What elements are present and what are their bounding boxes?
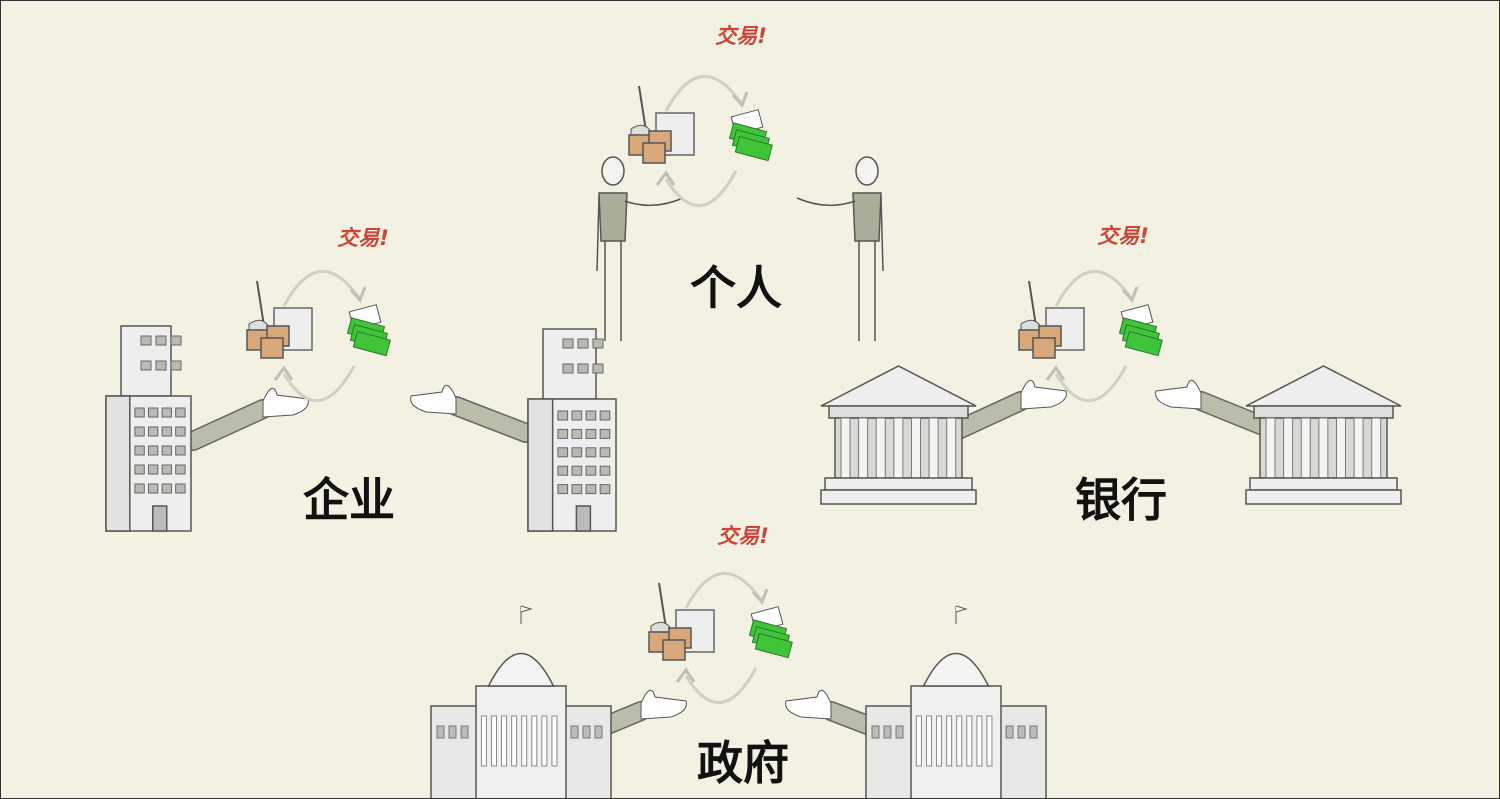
arm-business-left — [183, 387, 309, 451]
bank-building-left — [820, 365, 977, 505]
person-right — [796, 156, 884, 341]
arc-arrow-bottom — [664, 170, 738, 208]
money-icon — [748, 606, 793, 659]
exchange-governments — [648, 571, 793, 705]
head — [601, 156, 625, 186]
exchange-businesses — [246, 269, 391, 403]
office-building-right — [527, 328, 617, 532]
dome — [487, 653, 555, 687]
arrow-head-icon — [675, 667, 696, 683]
arrow-head-icon — [1121, 286, 1139, 303]
office-building-left — [105, 325, 192, 532]
arc-arrow-bottom — [282, 365, 356, 403]
money-icon — [728, 109, 773, 162]
hand-icon — [1020, 379, 1067, 410]
flag-icon — [955, 605, 968, 613]
arc-arrow-top — [1054, 269, 1133, 307]
goods-icon — [246, 280, 313, 359]
trade-label-individuals: 交易! — [715, 24, 767, 48]
exchange-individuals — [628, 74, 773, 208]
arm-business-right — [410, 384, 536, 443]
hand-icon — [410, 384, 457, 415]
arm-bank-left — [946, 379, 1067, 441]
dome — [922, 653, 990, 687]
arrow-head-icon — [349, 286, 367, 303]
arc-arrow-bottom — [684, 667, 758, 705]
sector-label-governments: 政府 — [697, 736, 789, 790]
hand-icon — [262, 387, 309, 418]
goods-icon — [628, 85, 695, 164]
money-icon — [346, 304, 391, 357]
arc-arrow-top — [664, 74, 743, 112]
arrow-head-icon — [655, 170, 676, 186]
reaching-arm — [796, 197, 856, 207]
door — [575, 505, 592, 532]
hand-icon — [1155, 379, 1202, 410]
hand-icon — [785, 689, 832, 720]
goods-icon — [1018, 280, 1085, 359]
sector-label-banks: 银行 — [1075, 473, 1167, 527]
money-icon — [1118, 304, 1163, 357]
capitol-building-left — [430, 605, 612, 798]
trade-label-banks: 交易! — [1097, 224, 1149, 248]
exchange-banks — [1018, 269, 1163, 403]
trade-label-businesses: 交易! — [337, 226, 389, 250]
trade-label-governments: 交易! — [717, 524, 769, 548]
arrow-head-icon — [751, 588, 769, 605]
head — [855, 156, 879, 186]
capitol-building-right — [865, 605, 1047, 798]
bank-building-right — [1245, 365, 1402, 505]
arm-bank-right — [1155, 379, 1273, 436]
flag-icon — [520, 605, 533, 613]
sector-label-individuals: 个人 — [690, 261, 782, 315]
goods-icon — [648, 582, 715, 661]
arrow-head-icon — [273, 365, 294, 381]
torso — [598, 192, 628, 242]
reaching-arm — [624, 197, 684, 207]
arc-arrow-top — [684, 571, 763, 609]
sector-label-businesses: 企业 — [303, 473, 395, 527]
arrow-head-icon — [1045, 365, 1066, 381]
arc-arrow-top — [282, 269, 361, 307]
arc-arrow-bottom — [1054, 365, 1128, 403]
door — [152, 505, 168, 532]
person-left — [596, 156, 684, 341]
hand-icon — [640, 689, 687, 720]
torso — [852, 192, 882, 242]
arrow-head-icon — [731, 91, 749, 108]
